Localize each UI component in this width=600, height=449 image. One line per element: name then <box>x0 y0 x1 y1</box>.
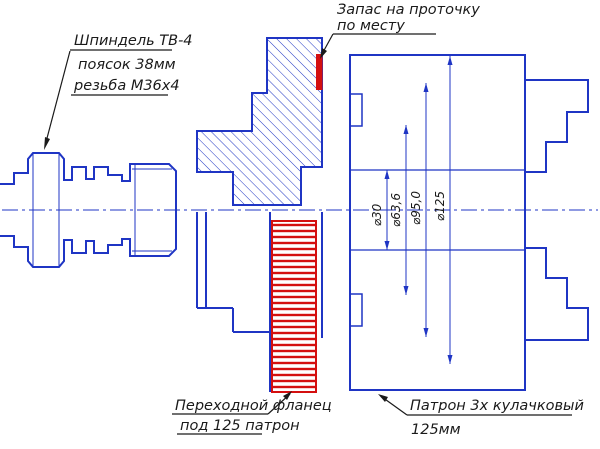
chuck-label-line2: 125мм <box>411 422 461 438</box>
flange-annotation: Переходной фланец под 125 патрон <box>172 391 332 435</box>
chuck-drawing <box>349 54 589 391</box>
chuck-label-line1: Патрон 3х кулачковый <box>410 398 584 414</box>
allowance-label-line2: по месту <box>337 18 405 34</box>
machining-allowance-mark <box>316 54 323 90</box>
allowance-leader-arrow <box>320 48 327 59</box>
allowance-label-line1: Запас на проточку <box>337 2 480 18</box>
chuck-leader-arrow <box>378 394 388 402</box>
chuck-body <box>349 54 526 391</box>
adapter-flange <box>196 37 323 393</box>
spindle-annotation: Шпиндель ТВ-4 поясок 38мм резьба М36х4 <box>44 33 193 150</box>
chuck-jaw-bottom <box>525 247 589 341</box>
chuck-annotation: Патрон 3х кулачковый 125мм <box>378 394 584 438</box>
spindle-leader-line <box>45 50 71 143</box>
flange-label-line1: Переходной фланец <box>175 398 332 414</box>
dim-label-30: ⌀30 <box>370 203 384 226</box>
thread-area-red <box>271 220 317 393</box>
chuck-notch-bottom <box>350 293 363 327</box>
dim-line-95 <box>423 83 429 337</box>
dim-label-125: ⌀125 <box>433 191 447 221</box>
dimension-lines <box>384 56 453 364</box>
flange-section-hatched <box>196 37 323 206</box>
dim-line-63-6 <box>403 125 409 295</box>
spindle-label-line2: поясок 38мм <box>78 57 176 73</box>
dim-label-95: ⌀95,0 <box>409 191 423 225</box>
flange-label-line2: под 125 патрон <box>180 418 300 434</box>
spindle-drawing <box>0 152 177 268</box>
spindle-outline <box>0 152 177 268</box>
dim-line-125 <box>447 56 453 364</box>
dim-label-63-6: ⌀63,6 <box>389 193 403 227</box>
dim-line-30 <box>384 170 390 250</box>
flange-lower-profile <box>196 212 323 392</box>
flange-leader-arrow <box>283 391 292 400</box>
chuck-notch-top <box>350 93 363 127</box>
spindle-label-line3: резьба М36х4 <box>73 78 180 94</box>
spindle-leader-arrow <box>44 137 50 150</box>
spindle-label-line1: Шпиндель ТВ-4 <box>74 33 193 49</box>
allowance-annotation: Запас на проточку по месту <box>320 2 480 59</box>
chuck-jaw-top <box>525 79 589 173</box>
